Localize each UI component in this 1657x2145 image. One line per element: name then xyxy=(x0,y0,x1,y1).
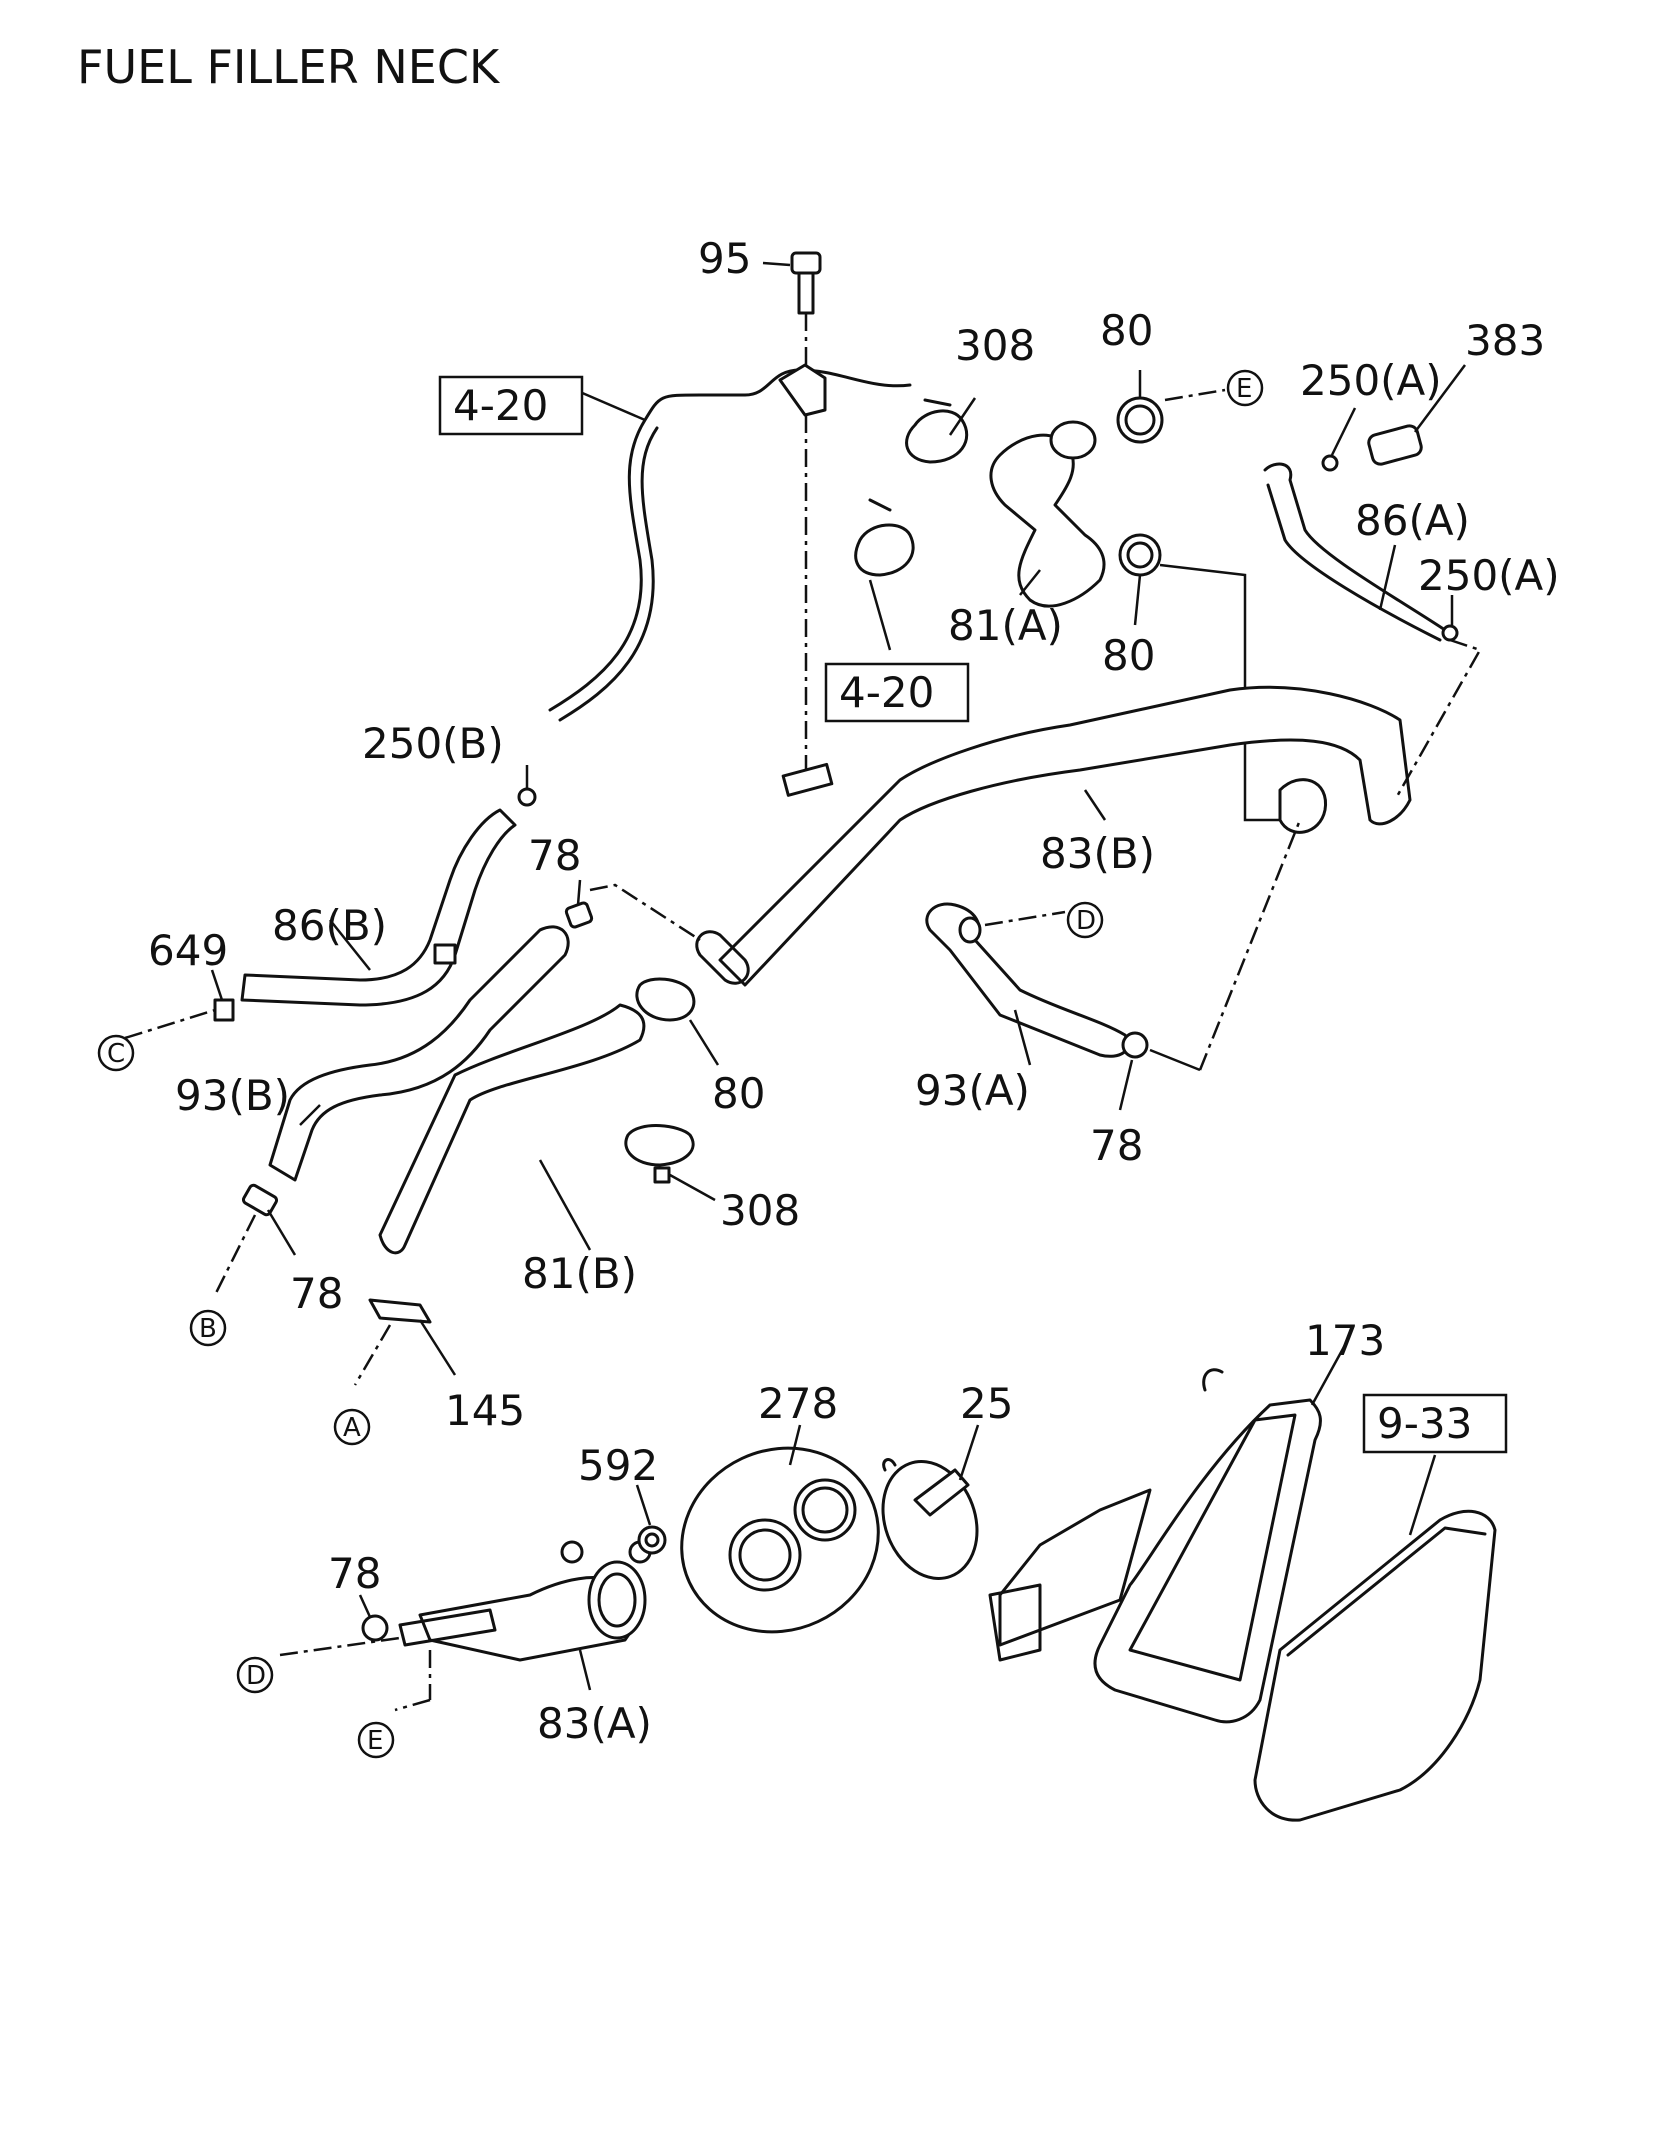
hose-81a xyxy=(989,420,1106,608)
callout-78-right: 78 xyxy=(1090,1121,1143,1170)
hose-93b xyxy=(268,925,570,1182)
callout-86b: 86(B) xyxy=(272,901,387,950)
callout-80-upper: 80 xyxy=(1100,306,1153,355)
callout-81b: 81(B) xyxy=(522,1249,637,1298)
clamp-78-left xyxy=(213,1183,279,1296)
connector-E-lower: E xyxy=(357,1721,395,1759)
breather-tube xyxy=(548,363,912,722)
callout-93b: 93(B) xyxy=(175,1071,290,1120)
callout-383: 383 xyxy=(1465,316,1545,365)
callout-308-lower: 308 xyxy=(720,1186,800,1235)
callout-86a: 86(A) xyxy=(1355,496,1470,545)
connector-C: C xyxy=(97,1034,135,1072)
callout-78-upper: 78 xyxy=(528,831,581,880)
callout-145: 145 xyxy=(445,1386,525,1435)
page-title: FUEL FILLER NECK xyxy=(77,40,500,94)
clamp-308-lower xyxy=(624,1124,695,1184)
connector-D-lower: D xyxy=(236,1656,274,1694)
gasket-278 xyxy=(680,1446,880,1634)
clamp-308-upper xyxy=(905,398,969,464)
clamp-upper-middle xyxy=(854,498,915,577)
fitting-649 xyxy=(124,998,235,1040)
callout-308-upper: 308 xyxy=(955,321,1035,370)
valve-383 xyxy=(1321,424,1423,472)
callout-250a-lower: 250(A) xyxy=(1418,551,1560,600)
callout-95: 95 xyxy=(698,234,751,283)
ref-box-9-33: 9-33 xyxy=(1362,1393,1508,1454)
connector-A: A xyxy=(333,1408,371,1446)
connector-label: C xyxy=(107,1039,125,1069)
ref-box-4-20-upper: 4-20 xyxy=(438,375,584,436)
connector-D-right: D xyxy=(1066,901,1104,939)
ref-box-4-20-middle: 4-20 xyxy=(824,662,970,723)
filler-neck-83a xyxy=(279,1540,652,1712)
callout-80-mid: 80 xyxy=(1102,631,1155,680)
connector-E-upper: E xyxy=(1226,369,1264,407)
ref-box-label: 4-20 xyxy=(453,381,548,430)
connector-B: B xyxy=(189,1309,227,1347)
callout-83b: 83(B) xyxy=(1040,829,1155,878)
connector-label: E xyxy=(367,1726,383,1756)
clamp-78-lower xyxy=(361,1614,389,1642)
filler-pipe-83b xyxy=(695,685,1412,987)
fuel-cap-25 xyxy=(881,1458,979,1580)
callout-78-left: 78 xyxy=(290,1269,343,1318)
clamp-78-upper xyxy=(564,883,701,942)
connector-label: B xyxy=(199,1314,217,1344)
leader-lines xyxy=(210,261,1467,1691)
callout-250b: 250(B) xyxy=(362,719,504,768)
bolt-95 xyxy=(790,251,822,780)
clamp-78-right xyxy=(1121,638,1482,1072)
ref-box-label: 4-20 xyxy=(839,668,934,717)
connector-label: A xyxy=(343,1413,361,1443)
nut-592 xyxy=(637,1525,667,1555)
callout-83a: 83(A) xyxy=(537,1699,652,1748)
clamp-80-mid xyxy=(1118,533,1300,822)
clip-145 xyxy=(353,1298,432,1386)
connector-label: D xyxy=(1076,906,1096,936)
connector-label: D xyxy=(246,1661,266,1691)
hose-93a xyxy=(925,902,1130,1058)
callout-78-lower: 78 xyxy=(328,1549,381,1598)
fuel-lid-housing-173 xyxy=(988,1368,1322,1724)
hose-86a xyxy=(1263,462,1459,642)
callout-25: 25 xyxy=(960,1379,1013,1428)
callout-250a-upper: 250(A) xyxy=(1300,356,1442,405)
clamp-80-upper xyxy=(1116,388,1226,444)
callout-81a: 81(A) xyxy=(948,601,1063,650)
hose-86b xyxy=(240,787,537,1007)
callout-173: 173 xyxy=(1305,1316,1385,1365)
fuel-lid-9-33 xyxy=(1253,1509,1497,1822)
callout-93a: 93(A) xyxy=(915,1066,1030,1115)
callout-592: 592 xyxy=(578,1441,658,1490)
hose-81b xyxy=(378,1003,646,1255)
callout-278: 278 xyxy=(758,1379,838,1428)
clamp-80-lower xyxy=(635,977,696,1022)
callout-649: 649 xyxy=(148,926,228,975)
connector-label: E xyxy=(1236,374,1252,404)
ref-box-label: 9-33 xyxy=(1377,1399,1472,1448)
callout-80-lower: 80 xyxy=(712,1069,765,1118)
